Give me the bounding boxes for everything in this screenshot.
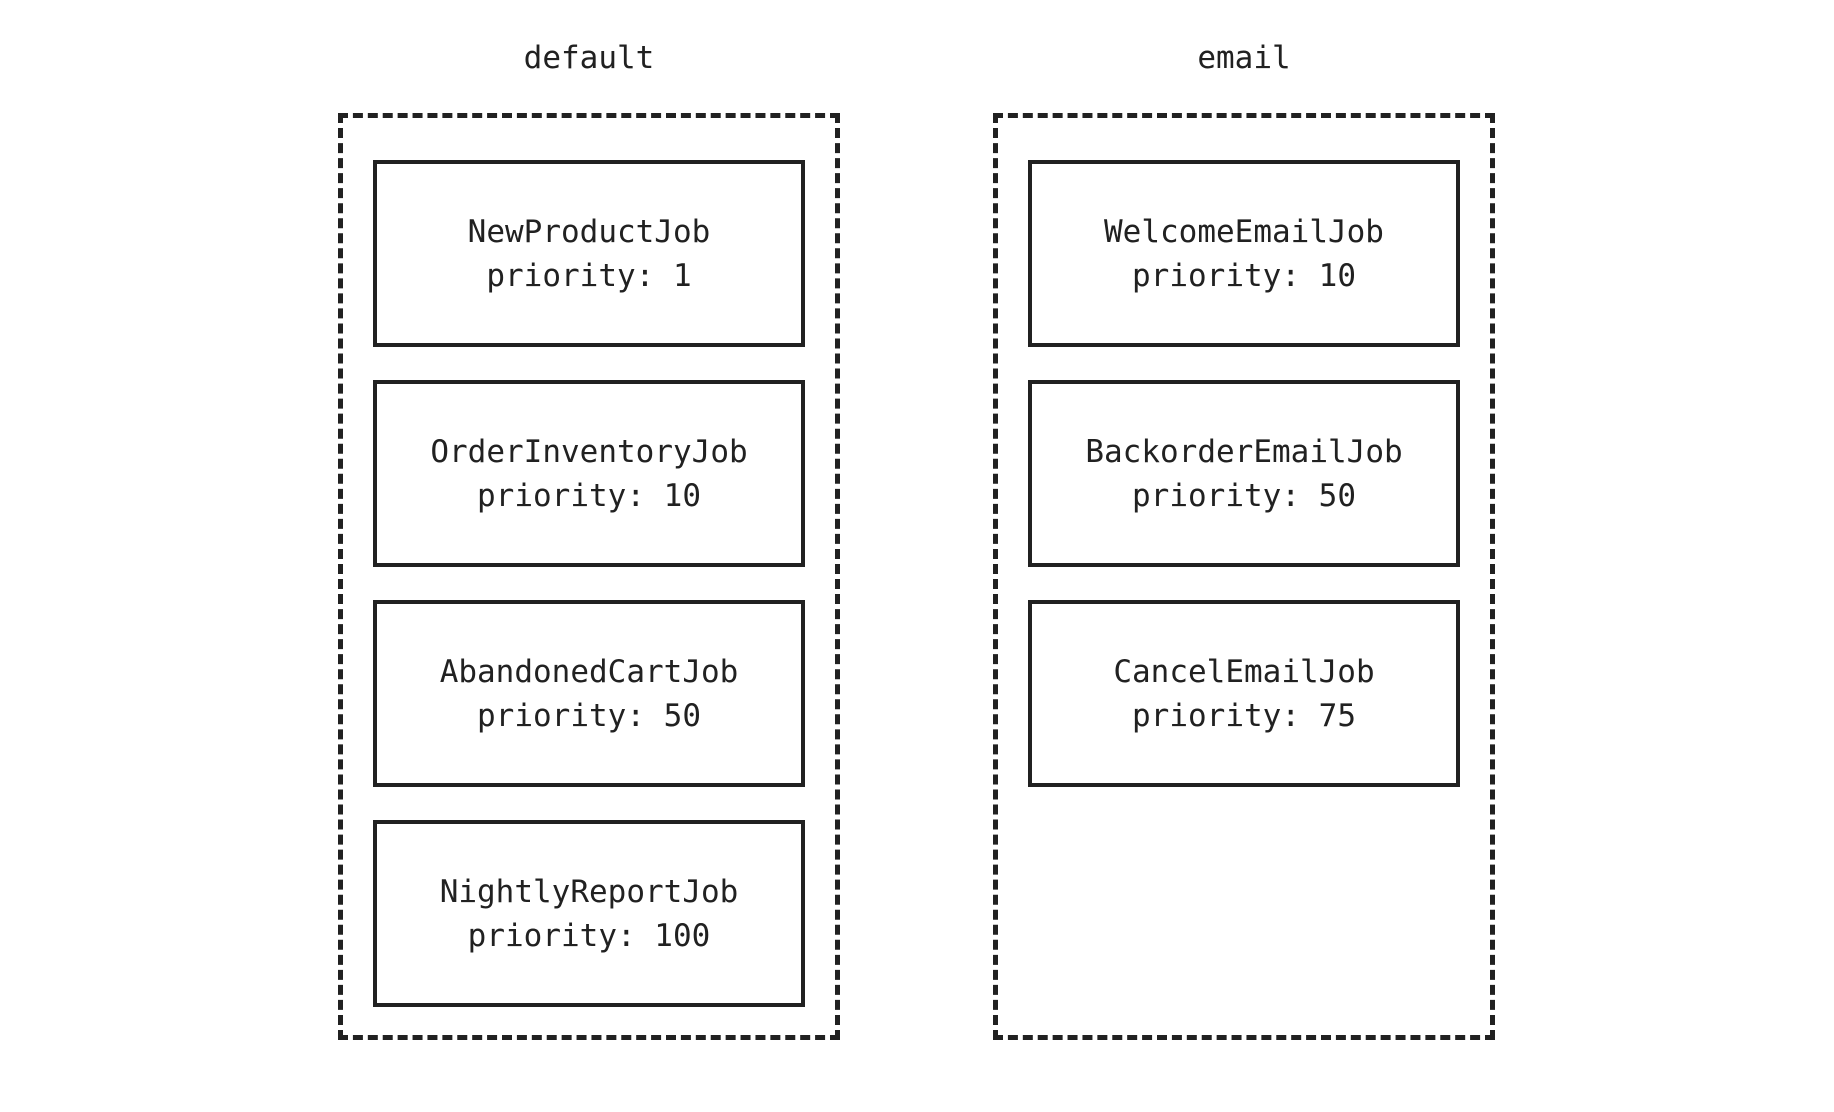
job-name: NightlyReportJob [439, 873, 739, 910]
job-priority: priority: 50 [477, 697, 701, 734]
job-box-abandoned-cart: AbandonedCartJob priority: 50 [373, 600, 805, 787]
job-name: BackorderEmailJob [1085, 433, 1403, 470]
queue-default-container: NewProductJob priority: 1 OrderInventory… [338, 113, 840, 1040]
job-name: WelcomeEmailJob [1104, 213, 1384, 250]
job-priority: priority: 10 [477, 477, 701, 514]
job-priority: priority: 50 [1132, 477, 1356, 514]
job-priority: priority: 10 [1132, 257, 1356, 294]
job-name: CancelEmailJob [1113, 653, 1375, 690]
job-priority: priority: 100 [467, 917, 711, 954]
job-box-nightly-report: NightlyReportJob priority: 100 [373, 820, 805, 1007]
job-name: AbandonedCartJob [439, 653, 739, 690]
job-name: NewProductJob [467, 213, 711, 250]
queue-default-title: default [523, 40, 655, 76]
job-box-cancel-email: CancelEmailJob priority: 75 [1028, 600, 1460, 787]
job-name: OrderInventoryJob [430, 433, 748, 470]
job-box-backorder-email: BackorderEmailJob priority: 50 [1028, 380, 1460, 567]
queue-email-container: WelcomeEmailJob priority: 10 BackorderEm… [993, 113, 1495, 1040]
job-box-welcome-email: WelcomeEmailJob priority: 10 [1028, 160, 1460, 347]
job-box-new-product: NewProductJob priority: 1 [373, 160, 805, 347]
job-priority: priority: 1 [486, 257, 692, 294]
job-box-order-inventory: OrderInventoryJob priority: 10 [373, 380, 805, 567]
queue-default: default NewProductJob priority: 1 OrderI… [338, 40, 840, 1040]
queue-email: email WelcomeEmailJob priority: 10 Backo… [993, 40, 1495, 1040]
job-priority: priority: 75 [1132, 697, 1356, 734]
queue-email-title: email [1197, 40, 1291, 76]
